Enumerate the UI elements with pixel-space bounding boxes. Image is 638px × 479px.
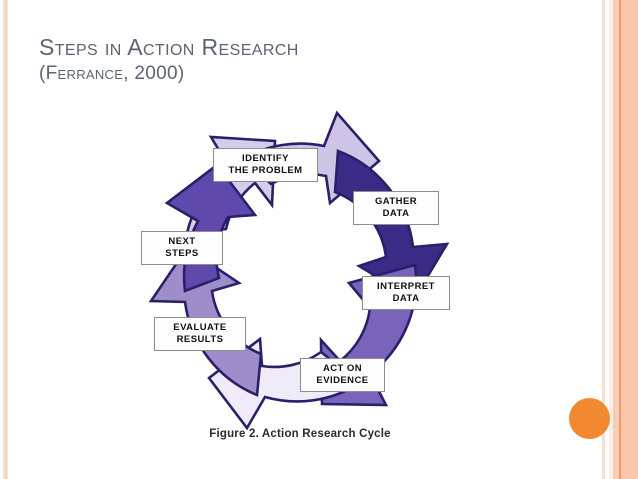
action-research-cycle-diagram: IDENTIFY THE PROBLEM GATHER DATA INTERPR… — [125, 105, 475, 455]
page-subtitle-citation: (Ferrance, 2000) — [39, 63, 185, 85]
figure-caption: Figure 2. Action Research Cycle — [209, 428, 391, 440]
label-identify-the-problem: IDENTIFY THE PROBLEM — [213, 148, 318, 183]
page-title: Steps in Action Research — [39, 34, 299, 60]
label-interpret-data: INTERPRET DATA — [362, 276, 450, 311]
label-gather-data: GATHER DATA — [353, 191, 439, 226]
left-stripe-3 — [7, 0, 8, 479]
right-stripe-5 — [621, 0, 638, 479]
right-stripe-2 — [609, 0, 613, 479]
left-stripe-2 — [5, 0, 7, 479]
right-edge-stripes — [598, 0, 638, 479]
label-act-on-evidence: ACT ON EVIDENCE — [300, 358, 385, 393]
left-stripe-1 — [3, 0, 5, 479]
left-edge-stripes — [0, 0, 12, 479]
right-stripe-3 — [613, 0, 619, 479]
label-next-steps: NEXT STEPS — [141, 231, 223, 266]
label-evaluate-results: EVALUATE RESULTS — [154, 317, 246, 352]
right-stripe-1 — [602, 0, 605, 479]
right-stripe-4 — [619, 0, 621, 479]
accent-circle-decoration — [569, 398, 610, 439]
title-block: Steps in Action Research (Ferrance, 2000… — [39, 34, 499, 86]
